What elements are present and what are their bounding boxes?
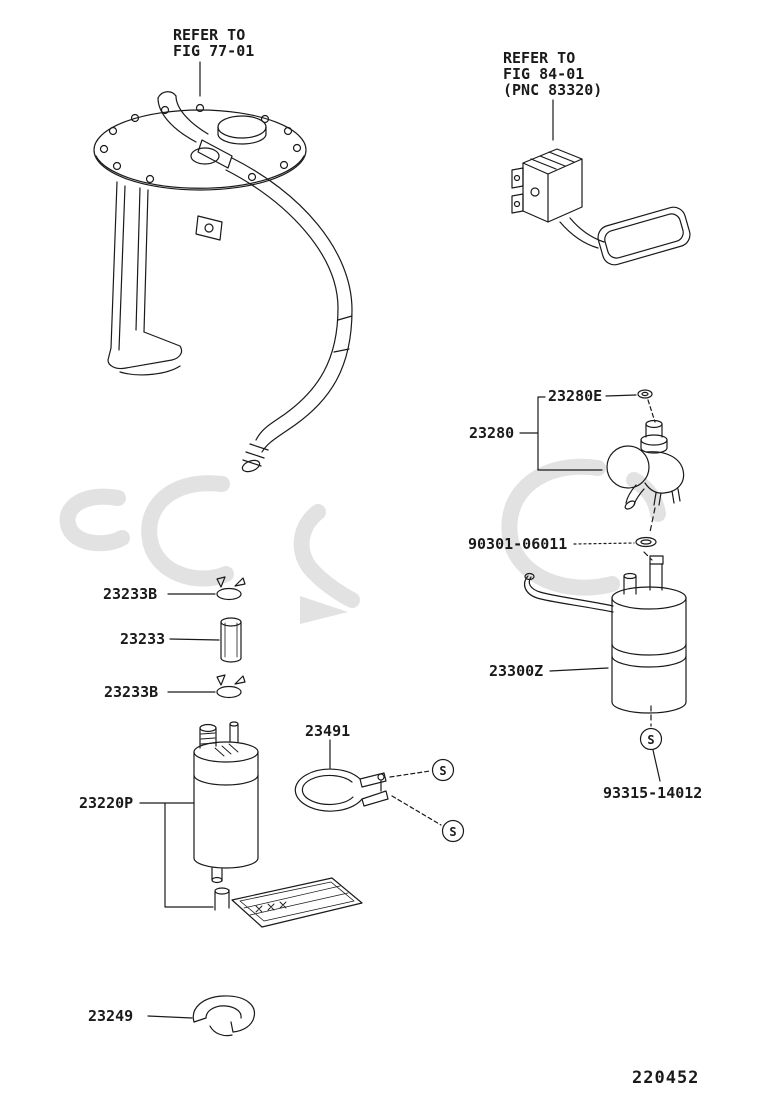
leader-90301	[573, 542, 635, 545]
screw-marker-letter: S	[439, 764, 446, 778]
hose-drawing	[220, 617, 242, 663]
fuel-suction-plate-drawing	[93, 91, 353, 473]
strainer-drawing	[214, 877, 363, 928]
leader-lines	[139, 61, 661, 1019]
callout-23249: 23249	[88, 1007, 134, 1025]
reference-line: REFER TO	[503, 49, 576, 67]
screw-marker-filter: S	[639, 727, 663, 751]
leader-band-screw-1	[389, 770, 431, 778]
callout-23491: 23491	[305, 722, 351, 740]
pressure-regulator-drawing	[606, 419, 685, 510]
reference-line: (PNC 83320)	[503, 81, 603, 99]
screw-marker-letter: S	[449, 825, 456, 839]
leader-23280-bracket	[519, 396, 603, 471]
watermark	[59, 458, 666, 624]
leader-23233	[169, 638, 220, 641]
callout-90301-06011: 90301-06011	[468, 535, 568, 553]
reference-fig-84-01: REFER TO FIG 84-01 (PNC 83320)	[503, 50, 602, 98]
callout-93315-14012: 93315-14012	[603, 784, 703, 802]
callout-23280e: 23280E	[548, 387, 603, 405]
reference-line: REFER TO	[173, 26, 246, 44]
screw-marker-band-1: S	[431, 758, 455, 782]
callout-23220p: 23220P	[79, 794, 134, 812]
screw-marker-letter: S	[647, 733, 654, 747]
reference-fig-77-01: REFER TO FIG 77-01	[173, 27, 254, 59]
leader-23249	[147, 1015, 193, 1019]
leader-23220p	[139, 802, 214, 908]
reference-line: FIG 84-01	[503, 65, 585, 83]
fuel-pump-drawing	[193, 721, 259, 884]
leader-93315	[652, 749, 661, 782]
leader-band-screw-2	[391, 795, 442, 826]
reference-line: FIG 77-01	[173, 42, 255, 60]
callout-23300z: 23300Z	[489, 662, 544, 680]
hose-clamp-top-drawing	[216, 576, 246, 601]
figure-code: 220452	[632, 1068, 700, 1088]
leader-23300z	[549, 667, 609, 672]
callout-23233: 23233	[120, 630, 166, 648]
pump-band-drawing	[294, 768, 389, 812]
callout-23233b-top: 23233B	[103, 585, 158, 603]
o-ring-drawing	[635, 536, 657, 548]
leader-23280e	[605, 394, 637, 397]
hose-clamp-bottom-drawing	[216, 674, 246, 699]
callout-23233b-bottom: 23233B	[104, 683, 159, 701]
assembly-axis-upper	[643, 507, 656, 561]
screw-markers: S S S	[431, 727, 663, 843]
leader-grommet-axis	[647, 399, 656, 423]
cushion-drawing	[192, 995, 256, 1037]
fuel-pump-ecu-drawing	[511, 148, 691, 266]
screw-marker-band-2: S	[441, 819, 465, 843]
callout-23280: 23280	[469, 424, 515, 442]
fuel-filter-drawing	[524, 555, 687, 714]
grommet-drawing	[637, 389, 653, 399]
